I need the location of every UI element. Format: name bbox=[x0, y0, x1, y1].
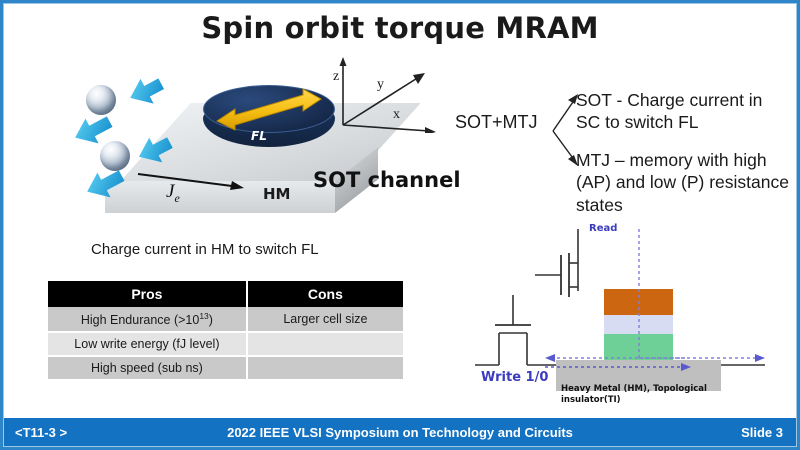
table-cell-cons-1: Larger cell size bbox=[246, 307, 403, 334]
annotation-branch-arrows-icon bbox=[552, 94, 578, 166]
sot-mtj-label: SOT+MTJ bbox=[455, 112, 538, 132]
footer-paper-tag: <T11-3 > bbox=[15, 425, 68, 440]
mtj-cell-schematic: Read Write 1/0 Heavy Metal (HM), Topolog… bbox=[473, 223, 797, 405]
table-header-cons: Cons bbox=[246, 281, 403, 307]
sot-description-text: SOT - Charge current in SC to switch FL bbox=[576, 90, 763, 133]
spin-arrows-icon bbox=[75, 78, 173, 198]
heavy-metal-caption: Heavy Metal (HM), Topological insulator(… bbox=[561, 384, 707, 405]
magnetization-double-arrow-icon bbox=[216, 88, 322, 131]
read-path-label: Read bbox=[589, 223, 618, 234]
mtj-description-text: MTJ – memory with high (AP) and low (P) … bbox=[576, 150, 789, 215]
charge-current-arrow-icon bbox=[137, 173, 244, 190]
footer-conference: 2022 IEEE VLSI Symposium on Technology a… bbox=[227, 425, 573, 440]
spin-sphere-lower bbox=[100, 141, 130, 171]
axis-label-z: z bbox=[333, 69, 340, 84]
write-path-label: Write 1/0 bbox=[481, 370, 549, 385]
table-header-pros: Pros bbox=[48, 281, 248, 307]
illustration-caption: Charge current in HM to switch FL bbox=[91, 241, 319, 258]
table-cell-pros-2: Low write energy (fJ level) bbox=[48, 332, 248, 358]
current-density-label: Je bbox=[166, 181, 180, 205]
table-row: Low write energy (fJ level) bbox=[48, 332, 403, 358]
table-row: High speed (sub ns) bbox=[48, 356, 403, 382]
footer-slide-number: Slide 3 bbox=[741, 425, 783, 440]
spin-sphere-upper bbox=[86, 85, 116, 115]
mtj-tunnel-barrier bbox=[604, 315, 673, 334]
axis-label-y: y bbox=[377, 77, 384, 92]
table-cell-pros-3: High speed (sub ns) bbox=[48, 356, 248, 382]
schematic-wiring-icon bbox=[475, 229, 765, 371]
free-layer-disc: FL bbox=[203, 85, 335, 153]
sot-channel-label: SOT channel bbox=[313, 168, 461, 192]
axis-label-x: x bbox=[393, 107, 400, 122]
table-cell-cons-3 bbox=[246, 356, 403, 382]
table-cell-pros-1: High Endurance (>1013) bbox=[48, 307, 248, 334]
page-title: Spin orbit torque MRAM bbox=[201, 11, 599, 45]
table-header-row: Pros Cons bbox=[48, 281, 403, 307]
sot-device-illustration: Je HM SOT channel FL bbox=[58, 63, 461, 238]
hm-layer-label: HM bbox=[263, 185, 291, 203]
pros-cons-table: Pros Cons High Endurance (>1013) Larger … bbox=[48, 281, 403, 382]
hm-slab-front-face bbox=[105, 181, 335, 213]
coordinate-axes-gizmo: z y x bbox=[333, 55, 443, 135]
slide-footer: <T11-3 > 2022 IEEE VLSI Symposium on Tec… bbox=[3, 418, 797, 447]
table-cell-cons-2 bbox=[246, 332, 403, 358]
fl-text-label: FL bbox=[251, 129, 267, 143]
table-row: High Endurance (>1013) Larger cell size bbox=[48, 307, 403, 334]
heavy-metal-channel-bar bbox=[556, 360, 721, 391]
